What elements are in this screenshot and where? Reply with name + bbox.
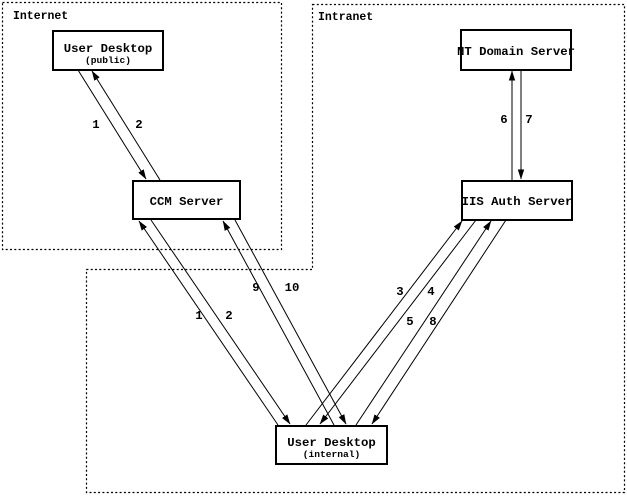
internet-region-outline bbox=[1, 1, 283, 251]
flow-line-2-ccm-to-public-desktop bbox=[91, 70, 161, 181]
node-nt-domain-server: NT Domain Server bbox=[456, 29, 576, 71]
flow-line-10-ccm-to-internal-desktop bbox=[234, 219, 347, 425]
flow-step-label-6: 6 bbox=[500, 113, 508, 127]
flow-line-3-internal-desktop-to-iis bbox=[305, 220, 463, 426]
node-user-desktop-internal: User Desktop (internal) bbox=[275, 425, 388, 465]
internet-region-label: Internet bbox=[13, 10, 69, 23]
flow-line-9-internal-desktop-to-ccm bbox=[222, 220, 335, 426]
flow-step-label-2-public: 2 bbox=[135, 118, 143, 132]
node-user-desktop-public: User Desktop (public) bbox=[52, 30, 164, 71]
node-ccm-server-title: CCM Server bbox=[149, 194, 224, 209]
flow-line-5-internal-desktop-to-iis bbox=[355, 220, 492, 426]
flow-step-label-5: 5 bbox=[406, 315, 414, 329]
flow-step-label-7: 7 bbox=[525, 113, 533, 127]
node-user-desktop-internal-subtitle: (internal) bbox=[302, 449, 361, 460]
flow-step-label-3: 3 bbox=[396, 285, 404, 299]
intranet-region-outline bbox=[85, 3, 626, 494]
node-iis-auth-server: IIS Auth Server bbox=[461, 180, 573, 221]
flow-line-1-internal-desktop-to-ccm bbox=[138, 220, 279, 426]
flow-step-label-1-internal: 1 bbox=[195, 309, 203, 323]
node-iis-auth-server-title: IIS Auth Server bbox=[461, 195, 573, 209]
flow-step-label-1-public: 1 bbox=[92, 118, 100, 132]
flow-step-label-2-internal: 2 bbox=[225, 309, 233, 323]
flow-line-2-ccm-to-internal-desktop bbox=[150, 219, 291, 425]
node-ccm-server: CCM Server bbox=[132, 180, 241, 220]
flow-step-label-4: 4 bbox=[427, 285, 435, 299]
flow-step-label-10: 10 bbox=[284, 281, 300, 295]
node-user-desktop-public-subtitle: (public) bbox=[84, 54, 132, 66]
node-nt-domain-server-title: NT Domain Server bbox=[456, 44, 576, 59]
node-user-desktop-public-title: User Desktop bbox=[63, 41, 153, 56]
intranet-region-label: Intranet bbox=[318, 11, 374, 24]
flow-step-label-8: 8 bbox=[429, 315, 437, 329]
node-user-desktop-internal-title: User Desktop bbox=[287, 436, 376, 450]
flow-step-label-9: 9 bbox=[252, 281, 260, 295]
flow-line-8-iis-to-internal-desktop bbox=[371, 219, 507, 425]
flow-line-4-iis-to-internal-desktop bbox=[319, 219, 477, 425]
flow-line-1-public-desktop-to-ccm bbox=[77, 69, 147, 180]
